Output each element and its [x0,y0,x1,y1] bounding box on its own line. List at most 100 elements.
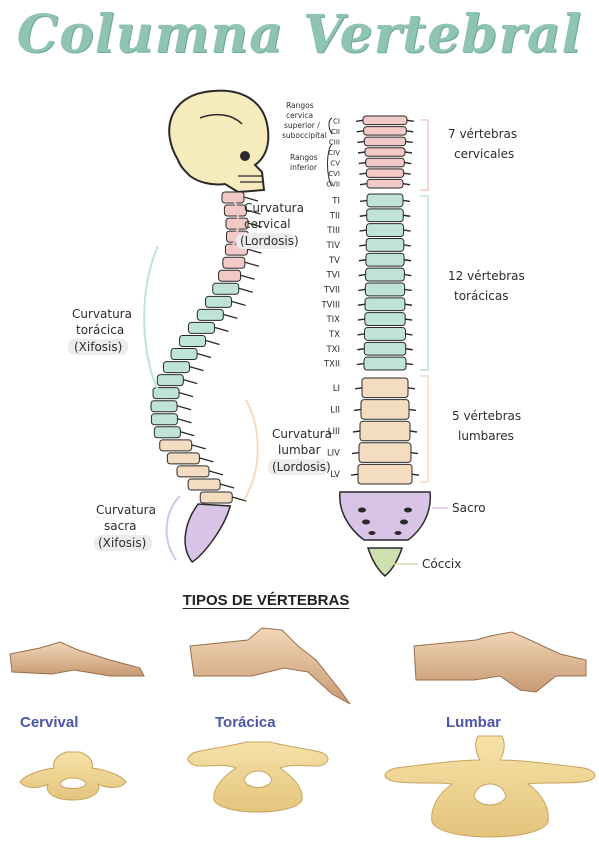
vertebra-process [354,387,416,390]
lateral-sacrum [184,503,232,564]
spinous-process [214,326,229,333]
spinous-process [246,209,261,215]
vertebra-label-cii: CII [331,128,340,136]
lumbar-curve-label-1: Curvatura [272,427,332,441]
vertebra-process [358,288,412,292]
vertebra-process [358,273,412,277]
lateral-vertebra [156,374,184,387]
vertebra-process [357,151,413,154]
lumbar-curve-label-2: lumbar [278,443,321,457]
coccyx-shape [366,547,404,577]
vertebra-label-tix: TIX [325,315,340,325]
page-title: Columna Vertebral [16,4,583,65]
thoracic-count-label-1: 12 vértebras [448,269,525,283]
curvature-labels: Curvatura cervical (Lordosis) Curvatura … [68,201,332,551]
vertebra-label-ci: CI [333,117,340,125]
lateral-vertebra [199,491,233,504]
range-upper-4: suboccipital [282,131,327,140]
frontal-vertebra-lii [360,399,410,420]
lateral-vertebra [162,361,190,374]
sacrum-label: Sacro [452,501,486,515]
lumbar-top-bone [384,735,596,838]
lateral-vertebra [159,439,193,452]
frontal-vertebra-cii [363,126,407,136]
spine-diagram: Curvatura cervical (Lordosis) Curvatura … [68,89,525,577]
frontal-vertebra-tiv [365,238,405,252]
lumbar-count-label-1: 5 vértebras [452,409,521,423]
spinous-process [180,431,195,437]
vertebra-label-lii: LII [330,405,340,415]
vertebra-process [359,199,411,203]
lateral-vertebra [196,308,224,321]
thoracic-type-label: Torácica [215,714,276,731]
sacral-curve-label-2: sacra [104,519,137,533]
lateral-vertebra [179,334,207,347]
vertebra-types-heading: TIPOS DE VÉRTEBRAS [182,592,350,609]
spinous-process [223,313,238,320]
vertebra-label-tiv: TIV [325,241,340,251]
frontal-vertebra-txii [363,356,407,371]
sacral-curve-label-1: Curvatura [96,503,156,517]
vertebra-process [359,183,411,186]
vertebra-label-tii: TII [329,211,340,221]
range-upper-2: cervica [286,111,313,120]
vertebra-process [350,473,420,476]
frontal-vertebra-tvi [365,267,405,282]
cervical-lateral-bone [9,641,145,677]
spinous-process [191,444,206,450]
spinous-process [244,261,260,267]
vertebra-label-tx: TX [328,330,340,340]
spinous-process [247,222,263,228]
lumbar-curve-arc [243,399,259,501]
spinous-process [178,392,194,398]
vertebra-process [356,130,414,133]
vertebra-process [352,430,418,433]
frontal-vertebra-ciii [363,136,407,147]
spinous-process [196,352,212,359]
frontal-vertebra-liv [358,442,412,463]
vertebra-process [353,408,417,412]
vertebra-process [359,214,411,217]
vertebra-process [359,244,411,247]
lumbar-curve-label-3: (Lordosis) [272,460,331,474]
vertebra-label-ti: TI [331,196,340,206]
vertebra-label-cv: CV [330,160,340,168]
spinous-process [231,300,246,306]
vertebra-process [359,172,411,175]
lumbar-lateral-bone [413,631,587,693]
lateral-vertebra [153,426,181,439]
vertebra-label-li: LI [333,384,340,394]
coccyx-label: Cóccix [422,557,461,571]
frontal-vertebra-tix [364,312,406,326]
frontal-vertebra-li [361,377,409,399]
range-lower-2: inferior [290,163,318,172]
lateral-vertebra [222,256,246,269]
cervical-top-bone [19,751,127,801]
lateral-vertebra [212,282,240,295]
cervical-type-label: Cervival [20,714,79,731]
vertebra-process [357,140,413,144]
vertebra-label-tiii: TIII [326,226,340,236]
cervical-count-label-1: 7 vértebras [448,127,517,141]
frontal-vertebra-tx [364,327,406,341]
frontal-vertebra-liii [359,420,411,442]
vertebra-process [359,229,411,232]
vertebra-label-tvii: TVII [323,285,340,295]
lumbar-type-label: Lumbar [446,714,502,731]
frontal-spine [339,115,432,577]
frontal-vertebra-ci [362,115,408,126]
lateral-spine [143,89,270,564]
vertebra-label-cvii: CVII [326,181,340,189]
lateral-vertebra [187,321,215,334]
frontal-vertebra-cvii [366,178,404,189]
frontal-vertebra-cvi [365,168,405,178]
range-upper-3: superior / [284,121,320,130]
spinous-process [176,405,192,411]
range-annotations: Rangos cervica superior / suboccipital R… [282,101,333,187]
thoracic-curve-label-1: Curvatura [72,307,132,321]
cervical-curve-arc [231,195,239,249]
vertebra-label-liii: LIII [328,427,340,437]
lateral-vertebra [150,400,178,413]
frontal-vertebra-txi [363,341,407,356]
vertebra-label-txi: TXI [325,345,340,355]
